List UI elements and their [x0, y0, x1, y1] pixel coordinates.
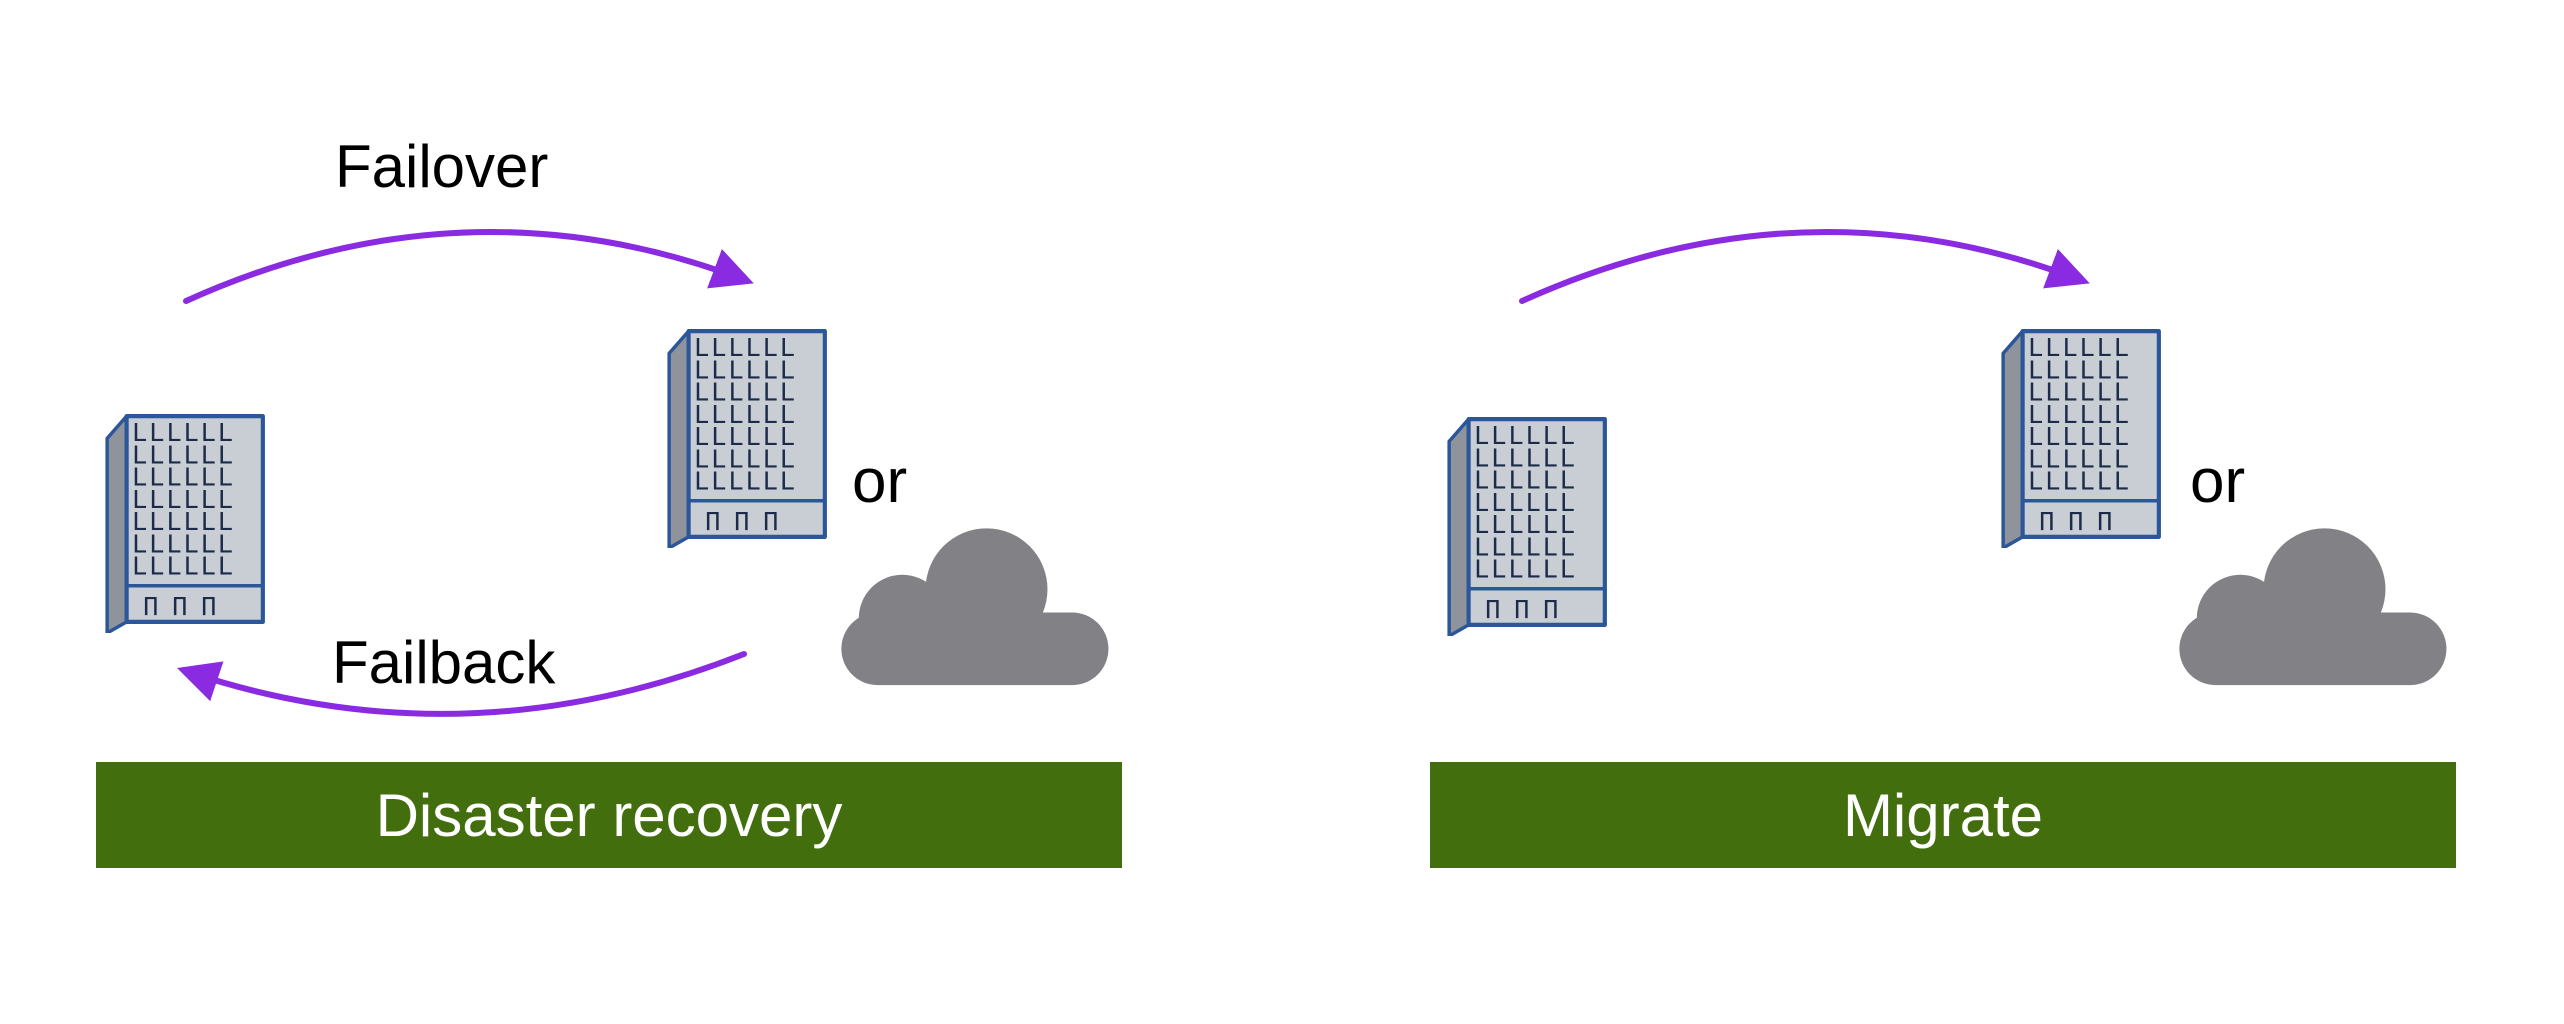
failover-label: Failover — [335, 133, 549, 200]
failback-arrow-icon — [177, 651, 747, 717]
banner-migrate: Migrate — [1430, 762, 2456, 868]
building-icon — [1994, 320, 2168, 548]
cloud-icon — [2164, 508, 2456, 688]
banner-disaster-recovery-label: Disaster recovery — [375, 781, 843, 849]
cloud-icon — [826, 508, 1118, 688]
failback-label: Failback — [332, 629, 556, 696]
building-icon — [660, 320, 834, 548]
banner-migrate-label: Migrate — [1842, 781, 2044, 849]
building-icon — [98, 405, 272, 633]
banner-disaster-recovery: Disaster recovery — [96, 762, 1122, 868]
or-label: or — [2190, 447, 2246, 516]
migrate-arrow-icon — [1519, 229, 2090, 304]
or-label: or — [852, 447, 908, 516]
building-icon — [1440, 408, 1614, 636]
failover-arrow-icon — [183, 229, 754, 304]
